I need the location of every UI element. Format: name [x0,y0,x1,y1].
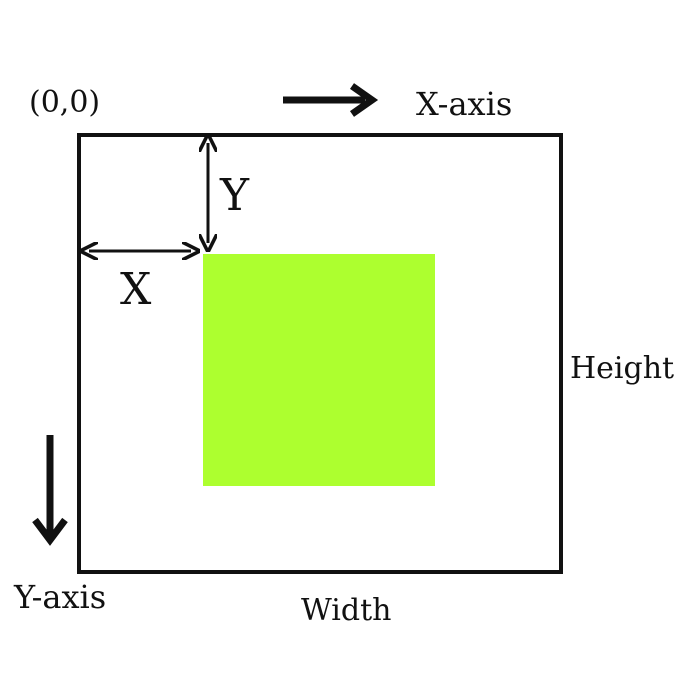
y-axis-label: Y-axis [13,578,106,616]
outer-canvas-rect [77,133,563,574]
width-label: Width [301,593,391,628]
origin-label: (0,0) [29,85,100,120]
x-axis-label: X-axis [416,85,512,123]
inner-rect [203,254,435,486]
x-offset-label: X [120,264,152,315]
height-label: Height [570,351,674,386]
x-axis-arrow [283,83,379,117]
y-offset-label: Y [219,170,250,221]
y-axis-arrow [32,435,68,546]
